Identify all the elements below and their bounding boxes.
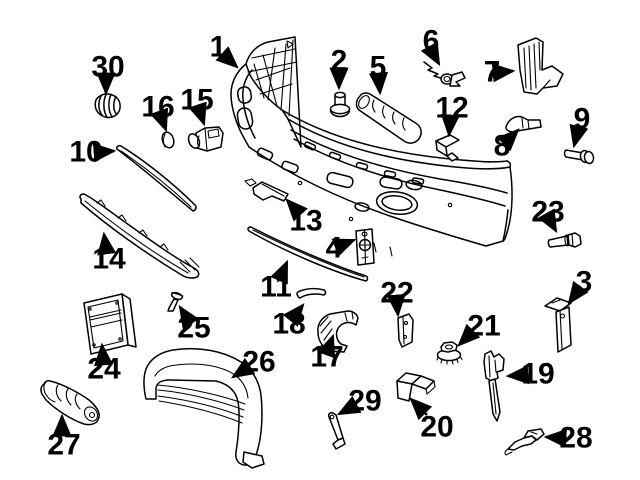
callout-5-label[interactable]: 5 (370, 51, 387, 84)
part-22-bracket-art (397, 313, 414, 348)
callout-12-label[interactable]: 12 (435, 92, 468, 125)
part-16-grommet-art (161, 131, 175, 149)
callout-1-label[interactable]: 1 (210, 31, 227, 64)
callout-29-arrow (336, 395, 362, 416)
part-3-bracket-art (544, 297, 572, 353)
callout-23-label[interactable]: 23 (531, 196, 564, 229)
callout-25-arrow (178, 304, 200, 330)
callout-4-label[interactable]: 4 (326, 232, 343, 265)
callout-6-arrow (420, 41, 441, 67)
part-11-strip-art (247, 226, 369, 282)
part-30-plug-art (94, 93, 121, 119)
callout-12-arrow (440, 113, 461, 138)
part-5-absorber-art (355, 92, 422, 144)
part-23-bolt-art (547, 232, 582, 248)
callout-11-label[interactable]: 11 (260, 271, 292, 304)
part-1-bumper-cover-art (230, 36, 513, 257)
callout-22-label[interactable]: 22 (380, 277, 413, 310)
callout-19-arrow (505, 365, 529, 385)
callout-9-arrow (569, 123, 589, 149)
part-28-clip-art (504, 428, 545, 456)
callout-20-label[interactable]: 20 (420, 411, 453, 444)
callout-28-arrow (543, 428, 567, 448)
part-20-bracket-art (396, 372, 436, 402)
part-8-bracket-art (505, 115, 542, 133)
callout-14-label[interactable]: 14 (92, 243, 126, 276)
part-13-clip-art (244, 178, 289, 202)
callout-5-arrow (368, 71, 389, 96)
callout-3-label[interactable]: 3 (576, 266, 593, 299)
callout-13-label[interactable]: 13 (289, 205, 322, 238)
callout-30-label[interactable]: 30 (91, 51, 124, 84)
callout-7-label[interactable]: 7 (484, 56, 501, 89)
callout-13-arrow (285, 198, 308, 222)
part-25-screw-art (167, 291, 184, 312)
callout-24-label[interactable]: 24 (87, 353, 121, 386)
callout-14-arrow (97, 231, 117, 256)
callout-11-arrow (270, 259, 289, 285)
callout-6-label[interactable]: 6 (423, 25, 440, 58)
callout-9-label[interactable]: 9 (574, 103, 591, 136)
callout-15-arrow (188, 101, 207, 127)
part-12-clip-art (435, 134, 460, 162)
part-9-bolt-art (563, 149, 595, 165)
callout-2-label[interactable]: 2 (331, 45, 348, 78)
callout-3-arrow (567, 280, 589, 305)
part-6-clip-art (423, 61, 466, 87)
callout-17-label[interactable]: 17 (310, 341, 343, 374)
callout-26-arrow (230, 357, 256, 379)
callout-25-label[interactable]: 25 (177, 312, 210, 345)
callout-28-label[interactable]: 28 (559, 422, 592, 455)
part-2-bolt-art (329, 91, 351, 118)
part-29-pin-art (328, 412, 346, 450)
callout-8-label[interactable]: 8 (494, 130, 511, 163)
callout-23-arrow (537, 208, 558, 234)
callout-16-label[interactable]: 16 (141, 91, 174, 124)
callout-17-arrow (317, 333, 336, 359)
callout-1-arrow (215, 46, 239, 69)
callout-22-arrow (386, 293, 406, 318)
callout-27-label[interactable]: 27 (47, 429, 80, 462)
callout-15-label[interactable]: 15 (180, 84, 213, 117)
part-15-nozzle-art (187, 126, 224, 152)
callout-21-label[interactable]: 21 (467, 310, 500, 343)
callout-20-arrow (409, 397, 433, 421)
callout-19-label[interactable]: 19 (521, 358, 554, 391)
callout-24-arrow (93, 342, 114, 367)
callout-21-arrow (457, 323, 481, 347)
part-7-bracket-art (517, 37, 564, 95)
callout-16-arrow (150, 107, 169, 133)
part-21-flange-nut-art (436, 341, 463, 365)
callout-18-label[interactable]: 18 (272, 308, 305, 341)
callout-18-arrow (282, 303, 305, 327)
part-10-molding-art (116, 145, 197, 212)
callout-7-arrow (491, 63, 516, 83)
callout-8-arrow (496, 128, 520, 152)
callout-26-label[interactable]: 26 (242, 346, 275, 379)
part-24-plate-bracket-art (83, 293, 137, 355)
callout-10-label[interactable]: 10 (69, 136, 102, 169)
callout-10-arrow (92, 143, 117, 163)
callout-4-arrow (331, 238, 357, 257)
part-27-step-pad-art (40, 380, 100, 426)
part-14-trim-strip-art (79, 193, 200, 279)
callout-29-label[interactable]: 29 (348, 385, 381, 418)
part-18-strip-art (296, 287, 327, 299)
part-19-bracket-art (483, 350, 505, 422)
part-4-emblem-plate-art (355, 228, 375, 266)
